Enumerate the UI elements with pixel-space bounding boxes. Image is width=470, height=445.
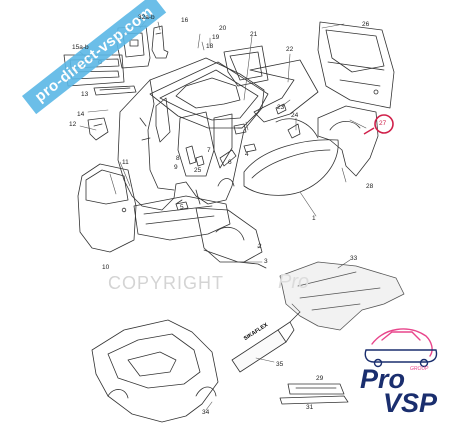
brand-logo-top: Pro <box>360 364 406 394</box>
part-2-fender <box>195 207 263 263</box>
part-label: 29 <box>316 375 324 382</box>
part-label: 15a-b <box>72 44 89 51</box>
part-label: 31 <box>306 404 314 411</box>
part-11-floor <box>133 195 231 241</box>
copyright-brand: Pro <box>278 271 310 293</box>
part-label: 35 <box>276 361 284 368</box>
part-35-sealant-tube <box>231 311 301 373</box>
part-label: 12 <box>69 121 77 128</box>
part-26-door <box>317 21 395 109</box>
part-label: 28 <box>366 183 374 190</box>
part-label: 5 <box>180 204 184 211</box>
part-label: 10 <box>102 264 110 271</box>
part-14-strip <box>93 85 137 96</box>
part-16-bracket <box>151 25 169 59</box>
part-1-bonnet <box>243 139 339 196</box>
part-label: 23 <box>277 104 285 111</box>
part-label: 19 <box>212 34 220 41</box>
brand-logo-tag: GROUP <box>410 366 429 372</box>
part-label: 9 <box>174 164 178 171</box>
part-label: 25 <box>194 167 202 174</box>
part-label: 24 <box>291 112 299 119</box>
part-label: 33 <box>350 255 358 262</box>
part-24-bracket <box>287 123 301 139</box>
part-3-trim <box>203 249 267 269</box>
part-label-highlighted: 27 <box>379 120 387 127</box>
part-29-bar <box>287 383 345 395</box>
part-34-shell-assembly <box>91 319 219 423</box>
part-12-bracket <box>87 117 109 141</box>
part-label: 1 <box>312 215 316 222</box>
part-label: 14 <box>77 111 85 118</box>
part-label: 26 <box>362 21 370 28</box>
brand-car-icon <box>364 328 438 368</box>
part-4-clip <box>233 123 247 135</box>
part-roof <box>149 61 269 129</box>
part-9-clip <box>175 199 183 205</box>
part-label: 3 <box>264 258 268 265</box>
highlight-ring-27 <box>374 114 394 134</box>
part-23-bracket <box>275 103 287 115</box>
part-label: 13 <box>81 91 89 98</box>
part-5-clip <box>175 201 189 211</box>
part-label: 7 <box>207 147 211 154</box>
part-label: 6 <box>228 159 232 166</box>
part-24-gutter <box>275 118 319 139</box>
part-body-shell <box>117 57 265 211</box>
part-label: 2 <box>258 243 262 250</box>
part-label: 11 <box>122 159 129 166</box>
part-22-roof-rail <box>249 59 319 123</box>
part-28-wing <box>317 105 379 177</box>
part-label: 21 <box>250 31 258 38</box>
part-25-bracket <box>195 155 205 167</box>
part-8-pillar <box>185 145 197 165</box>
brand-logo-bottom: VSP <box>383 388 438 418</box>
part-6-strip <box>219 149 237 167</box>
part-label: 34 <box>202 409 210 416</box>
part-21-rear-frame <box>223 45 269 87</box>
part-label: 22 <box>286 46 294 53</box>
copyright-text: COPYRIGHT <box>108 273 225 293</box>
part-4-clip-b <box>243 143 257 153</box>
part-label: 32a-b <box>138 14 155 21</box>
part-31-bar <box>279 395 349 405</box>
part-label: 18 <box>206 43 214 50</box>
part-label: 8 <box>176 155 180 162</box>
part-label: 4 <box>245 151 249 158</box>
part-label: 16 <box>181 17 189 24</box>
part-label: 20 <box>219 25 227 32</box>
highlight-arrow-27 <box>363 127 375 135</box>
part-10-door <box>77 163 137 253</box>
